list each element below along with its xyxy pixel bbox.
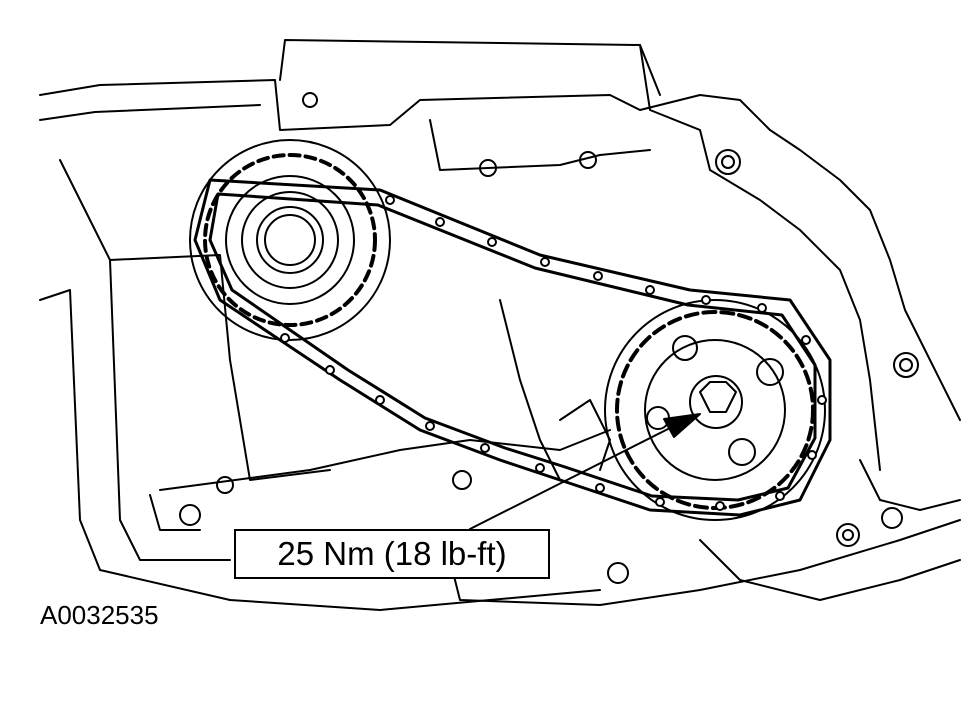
upper-sprocket [189, 139, 391, 341]
torque-callout-text: 25 Nm (18 lb-ft) [277, 535, 507, 572]
torque-callout-label: 25 Nm (18 lb-ft) [234, 529, 550, 579]
lower-sprocket [604, 299, 826, 521]
timing-chain [193, 178, 832, 517]
engine-block-outline [39, 39, 961, 611]
callout-leader [469, 413, 701, 530]
bolt-holes [179, 92, 919, 584]
hex-bolt-head [699, 381, 737, 413]
figure-id: A0032535 [40, 600, 159, 630]
